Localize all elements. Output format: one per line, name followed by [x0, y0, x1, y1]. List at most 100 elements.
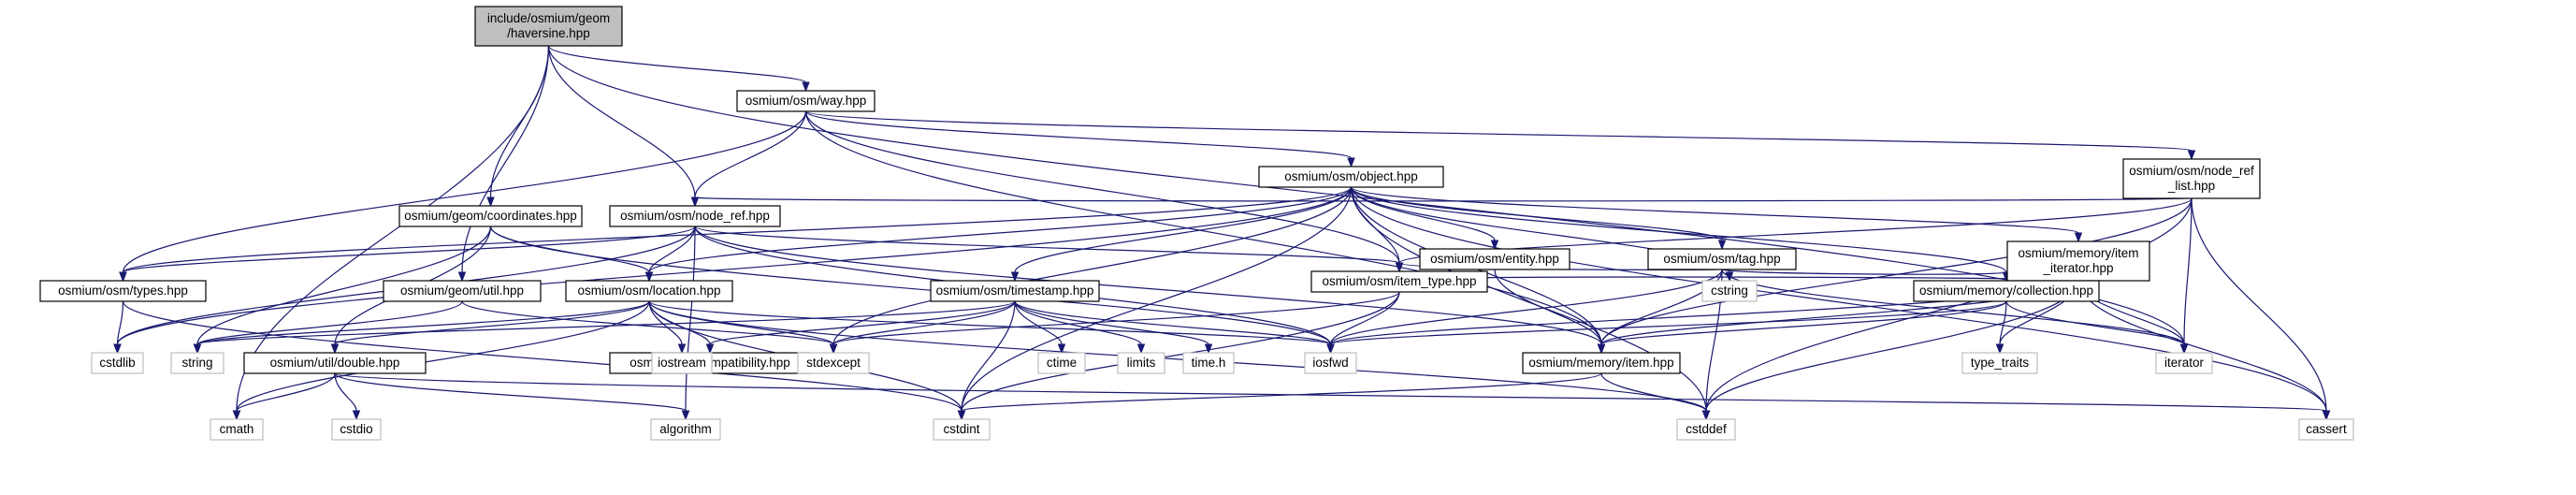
edge-node_ref-to-types — [119, 226, 696, 283]
node-object[interactable]: osmium/osm/object.hpp — [1258, 166, 1444, 188]
edge-double-to-cassert — [334, 372, 2331, 421]
edge-location-to-double — [330, 300, 650, 355]
node-cassert: cassert — [2298, 418, 2354, 441]
edge-geom_util-to-stdexcept — [461, 300, 838, 355]
node-label: osmium/osm/types.hpp — [58, 284, 188, 298]
node-stdexcept: stdexcept — [797, 352, 870, 374]
node-label: _list.hpp — [2167, 179, 2215, 193]
node-geom-util[interactable]: osmium/geom/util.hpp — [383, 280, 542, 302]
edge-location-to-iostream — [648, 300, 687, 355]
node-haversine[interactable]: include/osmium/geom/haversine.hpp — [474, 6, 623, 47]
node-cstdio: cstdio — [331, 418, 382, 441]
edge-double-to-cmath — [232, 372, 336, 421]
edge-timestamp-to-string — [193, 300, 1016, 355]
node-cmath: cmath — [210, 418, 264, 441]
edge-item_iterator-to-cassert — [2077, 280, 2331, 421]
node-string: string — [170, 352, 224, 374]
node-label: string — [181, 356, 212, 370]
node-label: _iterator.hpp — [2042, 261, 2113, 275]
node-cstdint: cstdint — [933, 418, 991, 441]
node-label: cstring — [1711, 284, 1748, 298]
node-label: time.h — [1192, 356, 1226, 370]
node-time-h: time.h — [1182, 352, 1235, 374]
node-label: limits — [1127, 356, 1156, 370]
node-label: iostream — [658, 356, 706, 370]
node-label: osmium/osm/way.hpp — [745, 94, 867, 108]
node-label: cstdlib — [99, 356, 135, 370]
edge-collection-to-memory_item — [1597, 300, 2007, 355]
node-node-ref[interactable]: osmium/osm/node_ref.hpp — [609, 205, 781, 227]
edge-timestamp-to-compatibility — [705, 300, 1016, 355]
edge-memory_item-to-cstddef — [1600, 372, 1711, 421]
edge-node_ref_list-to-cstddef — [1701, 197, 2192, 421]
node-memory-item[interactable]: osmium/memory/item.hpp — [1522, 352, 1681, 374]
node-double[interactable]: osmium/util/double.hpp — [243, 352, 427, 374]
edge-way-to-memory_item — [804, 110, 1606, 355]
node-limits: limits — [1117, 352, 1165, 374]
edge-coordinates-to-location — [489, 226, 654, 283]
node-way[interactable]: osmium/osm/way.hpp — [736, 90, 876, 112]
node-label: osmium/osm/node_ref.hpp — [620, 209, 770, 223]
node-algorithm: algorithm — [650, 418, 721, 441]
nodes-layer: include/osmium/geom/haversine.hpp osmium/… — [39, 6, 2354, 441]
edge-collection-to-type_traits — [1995, 300, 2007, 355]
edge-double-to-cstdio — [334, 372, 361, 421]
node-label: osmium/geom/coordinates.hpp — [404, 209, 577, 223]
node-label: ctime — [1047, 356, 1077, 370]
node-label: osmium/util/double.hpp — [270, 356, 400, 370]
node-label: type_traits — [1971, 356, 2030, 370]
edges-layer — [113, 45, 2331, 421]
node-label: cstdio — [340, 422, 372, 436]
node-label: osmium/memory/item — [2018, 246, 2138, 260]
node-coordinates[interactable]: osmium/geom/coordinates.hpp — [398, 205, 583, 227]
node-types[interactable]: osmium/osm/types.hpp — [39, 280, 207, 302]
edge-memory_item-to-cstdint — [957, 372, 1602, 421]
node-node-ref-list[interactable]: osmium/osm/node_ref_list.hpp — [2122, 158, 2261, 199]
node-type-traits: type_traits — [1961, 352, 2038, 374]
edge-timestamp-to-limits — [1014, 300, 1146, 355]
node-label: algorithm — [659, 422, 712, 436]
node-label: osmium/memory/collection.hpp — [1919, 284, 2093, 298]
edge-object-to-tag — [1350, 186, 1727, 251]
edge-types-to-cstdlib — [113, 300, 124, 355]
edge-timestamp-to-time_h — [1014, 300, 1213, 355]
edge-node_ref_list-to-cassert — [2191, 197, 2331, 421]
edge-node_ref_list-to-node_ref — [690, 197, 2192, 208]
edge-geom_util-to-string — [193, 300, 463, 355]
node-entity[interactable]: osmium/osm/entity.hpp — [1419, 248, 1570, 270]
edge-object-to-item_iterator — [1350, 186, 2083, 243]
node-label: osmium/osm/entity.hpp — [1430, 252, 1559, 266]
node-tag[interactable]: osmium/osm/tag.hpp — [1647, 248, 1797, 270]
node-collection[interactable]: osmium/memory/collection.hpp — [1913, 280, 2100, 302]
edge-way-to-node_ref_list — [804, 110, 2196, 161]
node-label: iterator — [2164, 356, 2205, 370]
node-label: osmium/osm/location.hpp — [577, 284, 720, 298]
node-label: cstdint — [943, 422, 979, 436]
edge-collection-to-iosfwd — [1326, 300, 2007, 355]
node-iterator: iterator — [2155, 352, 2213, 374]
edge-timestamp-to-stdexcept — [829, 300, 1016, 355]
node-cstring: cstring — [1701, 280, 1758, 302]
edge-double-to-algorithm — [334, 372, 690, 421]
node-label: osmium/osm/object.hpp — [1284, 169, 1418, 183]
node-timestamp[interactable]: osmium/osm/timestamp.hpp — [930, 280, 1100, 302]
edge-collection-to-iterator — [2005, 300, 2189, 355]
node-label: cmath — [220, 422, 254, 436]
node-label: osmium/memory/item.hpp — [1528, 356, 1673, 370]
edge-object-to-cstddef — [1350, 186, 1711, 421]
node-iosfwd: iosfwd — [1304, 352, 1357, 374]
edge-node_ref-to-location — [644, 226, 696, 283]
node-item-type[interactable]: osmium/osm/item_type.hpp — [1310, 270, 1488, 293]
node-label: osmium/osm/node_ref — [2129, 164, 2254, 178]
node-label: cassert — [2306, 422, 2347, 436]
node-location[interactable]: osmium/osm/location.hpp — [565, 280, 733, 302]
node-ctime: ctime — [1037, 352, 1086, 374]
node-label: /haversine.hpp — [507, 26, 590, 40]
node-cstddef: cstddef — [1676, 418, 1736, 441]
node-item-iterator[interactable]: osmium/memory/item_iterator.hpp — [2006, 240, 2150, 282]
node-label: cstddef — [1686, 422, 1727, 436]
edge-way-to-item_type — [804, 110, 1404, 273]
edge-object-to-cassert — [1350, 186, 2331, 421]
edge-node_ref_list-to-iterator — [2179, 197, 2192, 355]
